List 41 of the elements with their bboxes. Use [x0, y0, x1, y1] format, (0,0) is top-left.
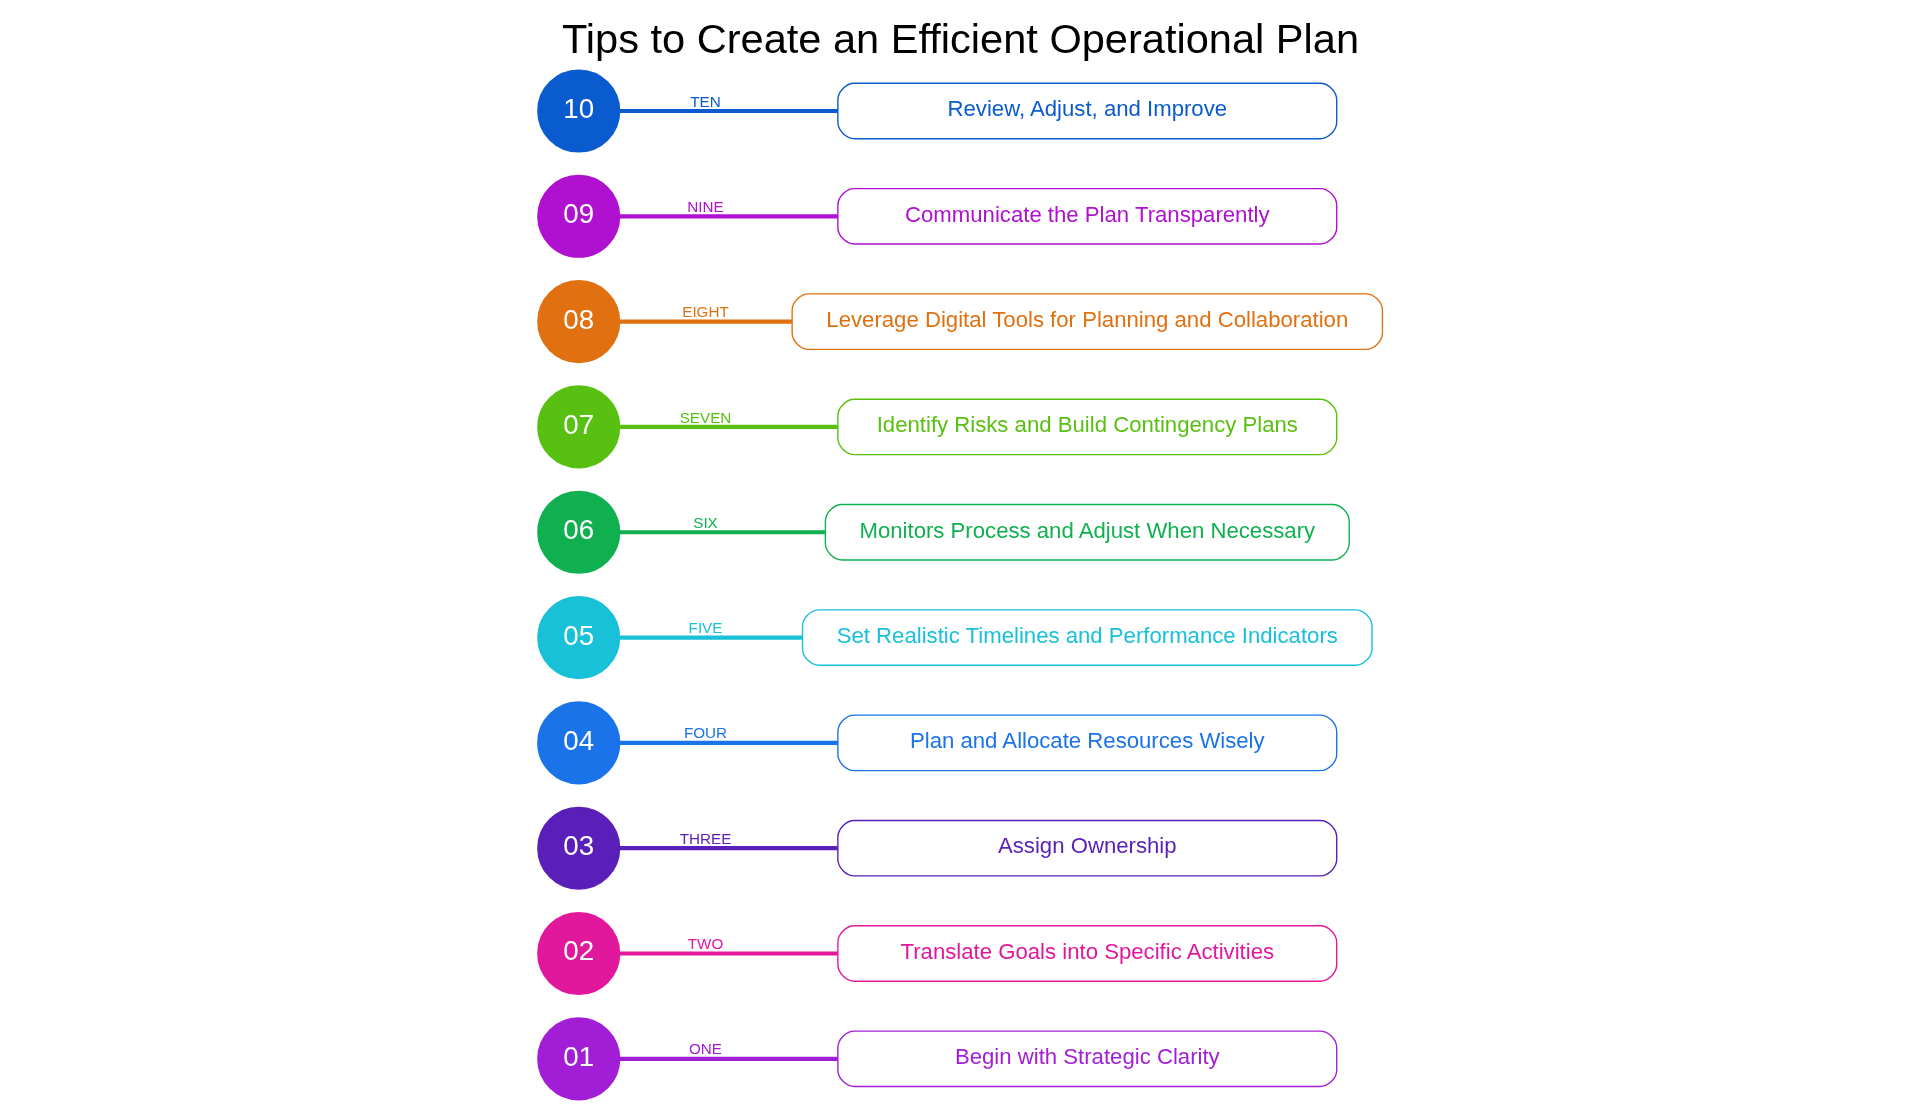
node-box: Assign Ownership [836, 819, 1337, 877]
node-box: Translate Goals into Specific Activities [836, 925, 1337, 982]
edge-label: TWO [687, 935, 723, 953]
connector [618, 214, 838, 219]
node-box: Begin with Strategic Clarity [836, 1030, 1337, 1088]
connector [618, 740, 838, 745]
node-box: Identify Risks and Build Contingency Plans [836, 398, 1337, 456]
node-box: Review, Adjust, and Improve [836, 82, 1337, 140]
node-circle: 03 [536, 806, 620, 890]
node-box: Plan and Allocate Resources Wisely [836, 714, 1337, 772]
edge-label: NINE [686, 197, 724, 215]
node-circle: 04 [536, 701, 620, 785]
node-circle: 05 [536, 596, 620, 680]
edge-label: SIX [692, 513, 718, 531]
node-box: Communicate the Plan Transparently [836, 187, 1337, 245]
connector [618, 1056, 838, 1061]
node-box: Monitors Process and Adjust When Necessary [824, 503, 1350, 561]
edge-label: SEVEN [679, 408, 731, 426]
node-circle: 01 [536, 1017, 620, 1101]
edge-label: ONE [688, 1040, 722, 1058]
edge-label: TEN [689, 92, 721, 110]
edge-label: FIVE [688, 619, 722, 637]
edge-label: EIGHT [681, 303, 729, 321]
connector [618, 846, 838, 851]
node-box: Leverage Digital Tools for Planning and Collaboration [790, 293, 1383, 351]
connector [618, 635, 802, 640]
connector [618, 530, 825, 535]
edge-label: THREE [679, 829, 731, 847]
connector [618, 424, 838, 429]
node-circle: 07 [536, 385, 620, 469]
node-circle: 09 [536, 174, 620, 258]
connector [618, 951, 838, 956]
node-circle: 08 [536, 280, 620, 364]
edge-label: FOUR [683, 724, 727, 742]
diagram-title: Tips to Create an Efficient Operational Plan [561, 14, 1359, 62]
node-circle: 10 [536, 69, 620, 153]
node-circle: 06 [536, 490, 620, 574]
node-circle: 02 [536, 911, 620, 996]
node-box: Set Realistic Timelines and Performance Indicators [801, 609, 1373, 666]
connector [618, 319, 792, 324]
connector [618, 108, 838, 114]
